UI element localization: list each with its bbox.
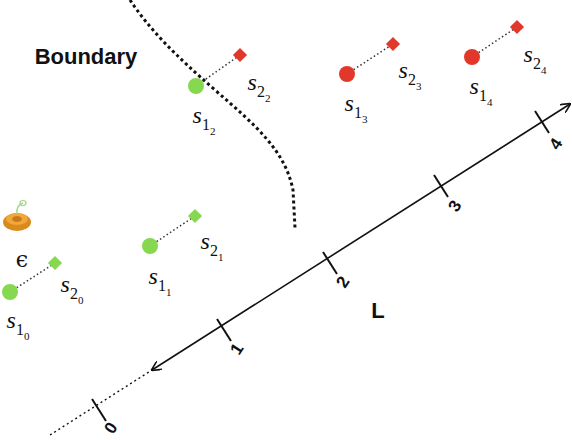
region-label: Boundary	[35, 46, 138, 68]
state-label: s13	[345, 91, 368, 115]
state-label: s21	[201, 229, 224, 253]
state-label: s23	[399, 58, 422, 82]
state-label: s22	[248, 70, 271, 94]
tick-number: 2	[333, 273, 352, 290]
state-circles	[2, 49, 480, 300]
epsilon-label: ϵ	[16, 249, 28, 271]
axis-extension	[50, 370, 152, 435]
boundary-curve	[130, 0, 295, 228]
tick-number: 4	[546, 135, 565, 152]
axis-ticks	[92, 111, 549, 421]
axis-line	[152, 104, 570, 370]
axis-name: L	[371, 300, 384, 322]
state-label: s10	[7, 308, 30, 332]
tick-number: 1	[227, 340, 246, 357]
tick-number: 0	[101, 419, 120, 436]
tick-number: 3	[445, 197, 464, 214]
state-label: s14	[470, 74, 493, 98]
pair-links	[10, 27, 517, 292]
coin-icon	[3, 201, 31, 232]
state-label: s20	[61, 272, 84, 296]
state-label: s24	[524, 42, 547, 66]
state-label: s11	[149, 264, 172, 288]
state-label: s12	[193, 103, 216, 127]
